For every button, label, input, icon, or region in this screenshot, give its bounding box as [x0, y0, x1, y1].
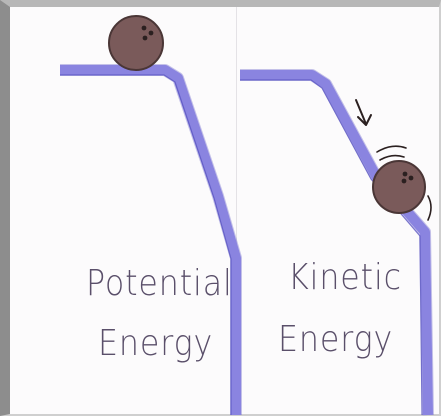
right-ramp — [240, 69, 434, 416]
left-ramp — [60, 64, 242, 415]
down-arrow-icon — [355, 99, 372, 126]
bowling-ball-icon — [372, 160, 426, 214]
potential-energy-label: Energy — [98, 323, 214, 364]
potential-label: Potential — [86, 263, 233, 304]
page-seam — [236, 7, 237, 414]
kinetic-label: Kinetic — [288, 257, 402, 298]
kinetic-energy-label: Energy — [278, 319, 394, 360]
motion-lines-icon — [376, 145, 432, 221]
bowling-ball-icon — [108, 15, 164, 71]
